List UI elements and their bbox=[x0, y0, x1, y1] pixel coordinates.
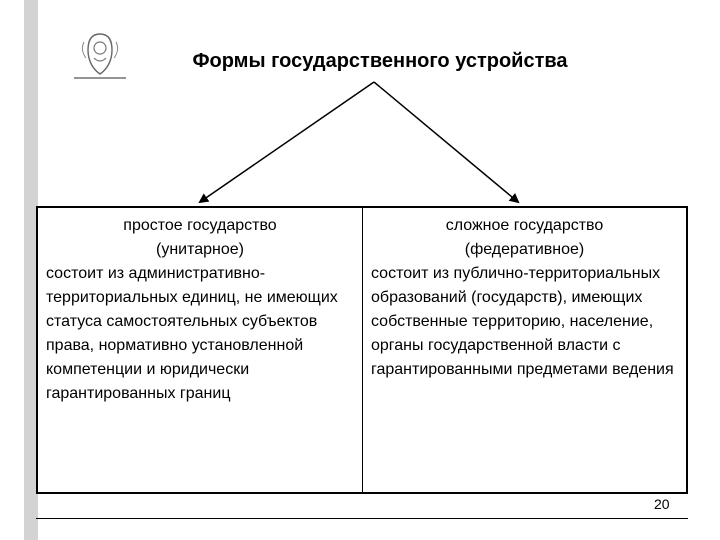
coat-of-arms-emblem-icon bbox=[74, 33, 126, 79]
simple-state-title: простое государство bbox=[123, 217, 277, 234]
page-number: 20 bbox=[654, 496, 670, 512]
simple-state-description: состоит из административно-территориальн… bbox=[46, 265, 338, 402]
bottom-rule bbox=[36, 518, 688, 519]
arrow-to-simple-state bbox=[198, 81, 375, 204]
complex-state-title: сложное государство bbox=[445, 217, 604, 234]
complex-state-description: состоит из публично-территориальных обра… bbox=[371, 265, 674, 378]
simple-state-heading: простое государство (унитарное) bbox=[46, 214, 354, 262]
simple-state-column: простое государство (унитарное) состоит … bbox=[38, 208, 362, 492]
left-decorative-bar bbox=[24, 0, 38, 540]
complex-state-subtitle: (федеративное) bbox=[464, 241, 585, 258]
comparison-table: простое государство (унитарное) состоит … bbox=[36, 206, 688, 494]
complex-state-heading: сложное государство (федеративное) bbox=[371, 214, 678, 262]
page-title: Формы государственного устройства bbox=[192, 50, 568, 72]
complex-state-column: сложное государство (федеративное) состо… bbox=[362, 208, 686, 492]
simple-state-subtitle: (унитарное) bbox=[155, 241, 244, 258]
arrow-to-complex-state bbox=[373, 81, 520, 204]
